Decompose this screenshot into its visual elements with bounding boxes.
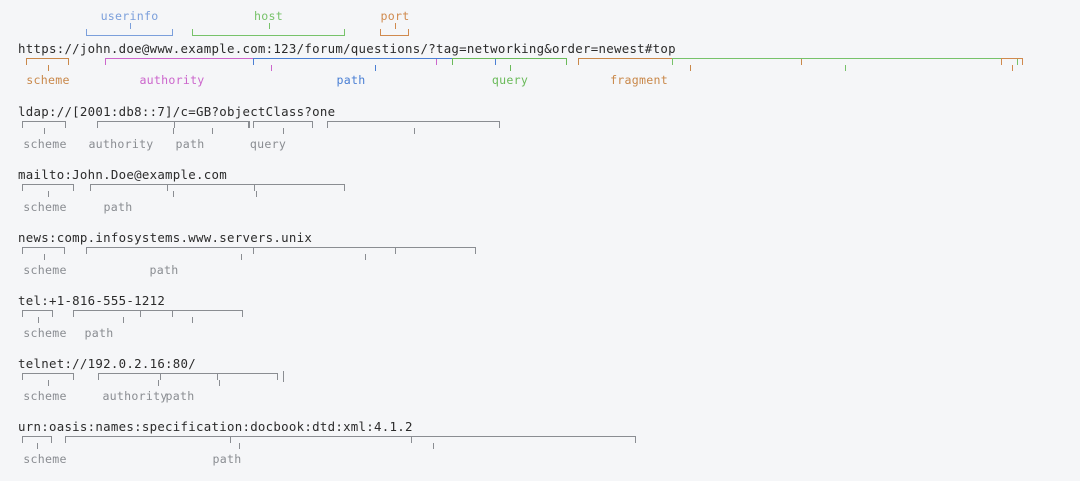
bracket-bottom-https-example-3 (452, 58, 567, 71)
bracket-bottom-telnet-example-0 (22, 373, 74, 386)
label-scheme-ldap-example: scheme (23, 137, 67, 151)
bracket-stem (47, 65, 49, 71)
label-query-https-example: query (491, 73, 529, 87)
label-userinfo-https-example: userinfo (100, 9, 159, 23)
uri-string-mailto-example: mailto:John.Doe@example.com (18, 167, 227, 182)
bracket-bottom-ldap-example-4 (327, 121, 500, 134)
bracket-stem (238, 443, 240, 449)
tick-mark-0 (283, 371, 284, 382)
bracket-bottom-mailto-example-2 (167, 184, 345, 197)
bracket-bottom-tel-example-0 (22, 310, 53, 323)
bracket-stem (271, 65, 272, 71)
bracket-stem (256, 191, 257, 197)
bracket-stem (191, 317, 193, 323)
bracket-stem (212, 128, 213, 134)
label-scheme-telnet-example: scheme (23, 389, 67, 403)
label-scheme-news-example: scheme (23, 263, 67, 277)
bracket-stem (48, 191, 49, 197)
bracket-bottom-mailto-example-0 (22, 184, 74, 197)
bracket-bottom-ldap-example-0 (22, 121, 66, 134)
bracket-bottom-ldap-example-1 (97, 121, 249, 134)
bracket-top-https-example-2 (380, 23, 409, 36)
bracket-stem (48, 380, 49, 386)
label-fragment-https-example: fragment (610, 73, 668, 87)
bracket-overflow-0 (672, 58, 1018, 71)
label-path-ldap-example: path (175, 137, 205, 151)
bracket-bottom-telnet-example-2 (160, 373, 278, 386)
label-path-telnet-example: path (165, 389, 195, 403)
bracket-bottom-https-example-0 (26, 58, 69, 71)
bracket-bottom-urn-example-0 (22, 436, 52, 449)
label-path-tel-example: path (84, 326, 114, 340)
bracket-stem (364, 254, 366, 260)
bracket-bottom-tel-example-2 (140, 310, 243, 323)
bracket-top-https-example-1 (192, 23, 345, 36)
bracket-bottom-ldap-example-3 (253, 121, 313, 134)
bracket-bottom-news-example-0 (22, 247, 65, 260)
bracket-stem (37, 443, 38, 449)
bracket-stem (172, 191, 174, 197)
bracket-stem (123, 317, 124, 323)
uri-string-telnet-example: telnet://192.0.2.16:80/ (18, 356, 197, 371)
label-path-mailto-example: path (103, 200, 133, 214)
bracket-stem (173, 128, 174, 134)
label-scheme-https-example: scheme (26, 73, 70, 87)
label-authority-https-example: authority (139, 73, 205, 87)
label-authority-telnet-example: authority (102, 389, 168, 403)
bracket-bottom-telnet-example-1 (98, 373, 218, 386)
bracket-stem (413, 128, 415, 134)
bracket-stem (374, 65, 376, 71)
bracket-stem (129, 23, 131, 29)
bracket-stem (158, 380, 159, 386)
label-authority-ldap-example: authority (88, 137, 154, 151)
label-scheme-urn-example: scheme (23, 452, 67, 466)
bracket-bottom-https-example-2 (253, 58, 496, 71)
label-path-https-example: path (336, 73, 366, 87)
bracket-bottom-ldap-example-2 (174, 121, 250, 134)
label-port-https-example: port (380, 9, 410, 23)
bracket-stem (433, 443, 434, 449)
label-path-news-example: path (149, 263, 179, 277)
uri-string-news-example: news:comp.infosystems.www.servers.unix (18, 230, 313, 245)
bracket-stem (219, 380, 220, 386)
uri-string-https-example: https://john.doe@www.example.com:123/for… (18, 41, 676, 56)
bracket-stem (845, 65, 846, 71)
bracket-stem (690, 65, 691, 71)
bracket-stem (37, 317, 39, 323)
bracket-stem (1012, 65, 1013, 71)
bracket-bottom-tel-example-1 (73, 310, 173, 323)
label-scheme-mailto-example: scheme (23, 200, 67, 214)
label-query-ldap-example: query (249, 137, 287, 151)
bracket-overflow-1 (1001, 58, 1023, 71)
bracket-stem (509, 65, 511, 71)
bracket-top-https-example-0 (86, 23, 173, 36)
uri-string-urn-example: urn:oasis:names:specification:docbook:dt… (18, 419, 413, 434)
uri-string-ldap-example: ldap://[2001:db8::7]/c=GB?objectClass?on… (18, 104, 336, 119)
bracket-bottom-urn-example-2 (230, 436, 636, 449)
bracket-bottom-news-example-2 (253, 247, 476, 260)
bracket-stem (43, 254, 45, 260)
bracket-stem (283, 128, 284, 134)
label-host-https-example: host (254, 9, 283, 23)
bracket-stem (241, 254, 242, 260)
bracket-stem (44, 128, 45, 134)
bracket-stem (268, 23, 270, 29)
bracket-bottom-news-example-1 (86, 247, 396, 260)
label-path-urn-example: path (212, 452, 242, 466)
label-scheme-tel-example: scheme (23, 326, 67, 340)
bracket-stem (394, 23, 396, 29)
uri-string-tel-example: tel:+1-816-555-1212 (18, 293, 166, 308)
